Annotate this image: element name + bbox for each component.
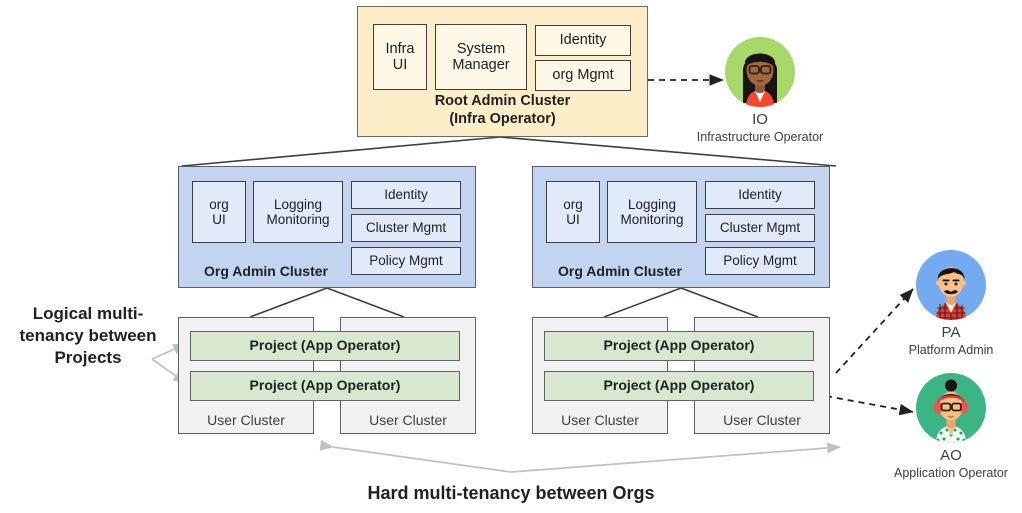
persona-io[interactable]: IO Infrastructure Operator <box>690 37 830 144</box>
persona-pa-avatar <box>916 250 986 320</box>
user-cluster-left-1-label: User Cluster <box>207 412 285 428</box>
root-component-system-manager[interactable]: System Manager <box>435 24 527 90</box>
root-component-infra-ui[interactable]: Infra UI <box>373 24 427 90</box>
org-right-component-org-ui[interactable]: org UI <box>546 181 600 243</box>
root-component-system-manager-line1: System <box>456 40 506 57</box>
caption-logical-multitenancy: Logical multi-tenancy between Projects <box>19 304 157 367</box>
root-component-infra-ui-line1: Infra <box>385 40 415 57</box>
org-right-component-logging-monitoring-line1: Logging <box>627 196 677 212</box>
org-left-component-policy-mgmt-label: Policy Mgmt <box>369 253 443 269</box>
pa-avatar-illustration <box>936 267 966 320</box>
org-left-component-cluster-mgmt[interactable]: Cluster Mgmt <box>351 214 461 242</box>
org-right-component-cluster-mgmt-label: Cluster Mgmt <box>719 220 801 236</box>
project-right-1[interactable]: Project (App Operator) <box>544 331 814 361</box>
org-right-component-org-ui-line1: org <box>563 196 583 212</box>
persona-ao[interactable]: AO Application Operator <box>881 373 1021 480</box>
root-component-system-manager-line2: Manager <box>452 57 510 73</box>
user-cluster-right-2-label: User Cluster <box>723 412 801 428</box>
ao-avatar-illustration <box>933 379 969 443</box>
persona-pa-role: Platform Admin <box>908 342 994 357</box>
org-left-component-org-ui-line1: org <box>209 196 229 212</box>
org-right-component-policy-mgmt-label: Policy Mgmt <box>723 253 797 269</box>
org-left-component-logging-monitoring-line2: Monitoring <box>266 212 330 227</box>
org-right-component-cluster-mgmt[interactable]: Cluster Mgmt <box>705 214 815 242</box>
persona-pa[interactable]: PA Platform Admin <box>881 250 1021 357</box>
org-right-component-org-ui-line2: UI <box>566 212 580 227</box>
root-admin-cluster-title: Root Admin Cluster (Infra Operator) <box>357 93 648 128</box>
root-component-org-mgmt[interactable]: org Mgmt <box>535 60 631 91</box>
org-right-component-logging-monitoring[interactable]: Logging Monitoring <box>607 181 697 243</box>
project-left-2[interactable]: Project (App Operator) <box>190 371 460 401</box>
org-left-component-logging-monitoring[interactable]: Logging Monitoring <box>253 181 343 243</box>
user-cluster-right-1-label: User Cluster <box>561 412 639 428</box>
persona-pa-initials: PA <box>941 324 961 341</box>
root-component-identity[interactable]: Identity <box>535 25 631 56</box>
root-admin-cluster-title-line2: (Infra Operator) <box>449 110 556 127</box>
org-right-component-logging-monitoring-line2: Monitoring <box>620 212 684 227</box>
persona-ao-role: Application Operator <box>894 465 1008 480</box>
org-left-component-policy-mgmt[interactable]: Policy Mgmt <box>351 247 461 275</box>
org-right-component-identity-label: Identity <box>738 187 782 203</box>
org-admin-cluster-left-title: Org Admin Cluster <box>204 263 328 279</box>
root-component-org-mgmt-label: org Mgmt <box>552 67 614 84</box>
persona-io-initials: IO <box>752 111 768 128</box>
root-component-infra-ui-line2: UI <box>392 57 408 73</box>
io-avatar-illustration <box>743 53 777 107</box>
root-component-identity-label: Identity <box>559 32 607 49</box>
persona-ao-initials: AO <box>940 447 962 464</box>
caption-hard-multitenancy: Hard multi-tenancy between Orgs <box>367 483 655 503</box>
project-left-1[interactable]: Project (App Operator) <box>190 331 460 361</box>
org-left-component-logging-monitoring-line1: Logging <box>273 196 323 212</box>
org-left-component-identity-label: Identity <box>384 187 428 203</box>
org-right-component-policy-mgmt[interactable]: Policy Mgmt <box>705 247 815 275</box>
org-admin-cluster-right-title: Org Admin Cluster <box>558 263 682 279</box>
org-left-component-cluster-mgmt-label: Cluster Mgmt <box>365 220 447 236</box>
org-left-component-identity[interactable]: Identity <box>351 181 461 209</box>
org-left-component-org-ui-line2: UI <box>212 212 226 227</box>
project-right-2[interactable]: Project (App Operator) <box>544 371 814 401</box>
user-cluster-left-2-label: User Cluster <box>369 412 447 428</box>
root-admin-cluster-title-line1: Root Admin Cluster <box>434 93 571 109</box>
persona-io-avatar <box>725 37 795 107</box>
org-right-component-identity[interactable]: Identity <box>705 181 815 209</box>
persona-io-role: Infrastructure Operator <box>696 129 824 144</box>
org-left-component-org-ui[interactable]: org UI <box>192 181 246 243</box>
persona-ao-avatar <box>916 373 986 443</box>
